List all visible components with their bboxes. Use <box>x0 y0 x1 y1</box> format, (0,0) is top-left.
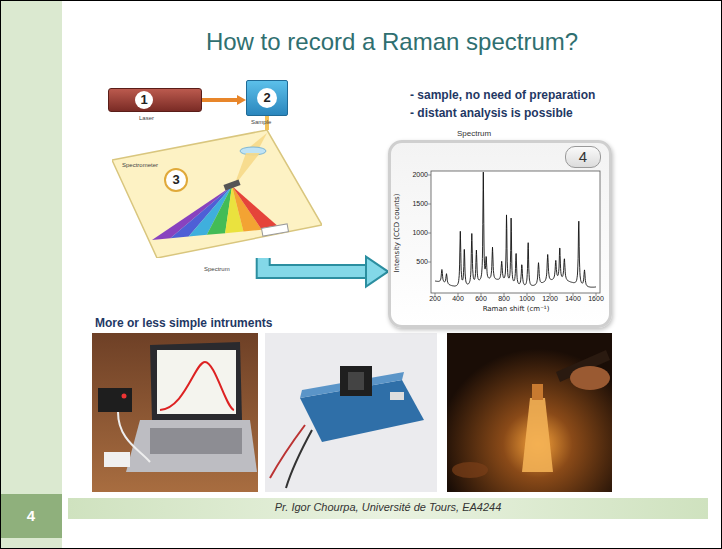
tick-label: 1000 <box>404 229 428 237</box>
tick-label: 1500 <box>404 200 428 208</box>
tick-label: 800 <box>489 295 519 303</box>
page-number: 4 <box>6 507 56 525</box>
axis-title: Intensity (CCD counts) <box>393 173 401 293</box>
bullet-text: - sample, no need of preparation <box>410 88 595 102</box>
section-heading: More or less simple intruments <box>95 316 272 330</box>
footer-bar <box>68 498 708 519</box>
tick-label: 1200 <box>535 295 565 303</box>
photo-laptop <box>92 333 258 492</box>
slide-title: How to record a Raman spectrum? <box>62 28 722 56</box>
part-label: Spectrum <box>204 266 230 273</box>
callout-number: 4 <box>565 146 601 168</box>
tick-label: 1600 <box>581 295 611 303</box>
tick-label: 200 <box>420 295 450 303</box>
callout-number: 3 <box>164 168 188 192</box>
panel-heading: Spectrum <box>457 129 491 138</box>
tick-label: 500 <box>404 258 428 266</box>
laser-box: 1Laser <box>108 88 202 112</box>
callout-number: 1 <box>135 91 153 109</box>
tick-label: 1000 <box>512 295 542 303</box>
part-label: Laser <box>139 115 154 121</box>
footer-caption: Pr. Igor Chourpa, Université de Tours, E… <box>68 501 708 513</box>
axis-title: Raman shift (cm⁻¹) <box>456 305 576 313</box>
photo-spectrometer-module <box>265 333 437 492</box>
arrow-head <box>366 257 388 287</box>
bullet-text: - distant analysis is possible <box>410 106 573 120</box>
sample-box: 2Sample <box>246 80 288 116</box>
part-label: Spectrometer <box>122 162 158 168</box>
tick-label: 600 <box>466 295 496 303</box>
side-strip <box>0 0 62 549</box>
tick-label: 1400 <box>558 295 588 303</box>
connector-line <box>263 258 367 272</box>
callout-number: 2 <box>257 88 277 108</box>
connector-outline <box>263 258 367 272</box>
spectrometer-board <box>112 130 322 258</box>
connector-arrow <box>202 95 246 105</box>
photo-probe-vial <box>447 333 612 492</box>
spectrometer-board: 3 Spectrometer <box>112 130 322 258</box>
connector-line <box>202 98 238 102</box>
arrow-head <box>237 95 246 105</box>
tick-label: 400 <box>443 295 473 303</box>
tick-label: 2000 <box>404 171 428 179</box>
page-number-box <box>0 494 62 538</box>
connector-arrow <box>263 257 388 287</box>
part-label: Sample <box>251 119 271 125</box>
